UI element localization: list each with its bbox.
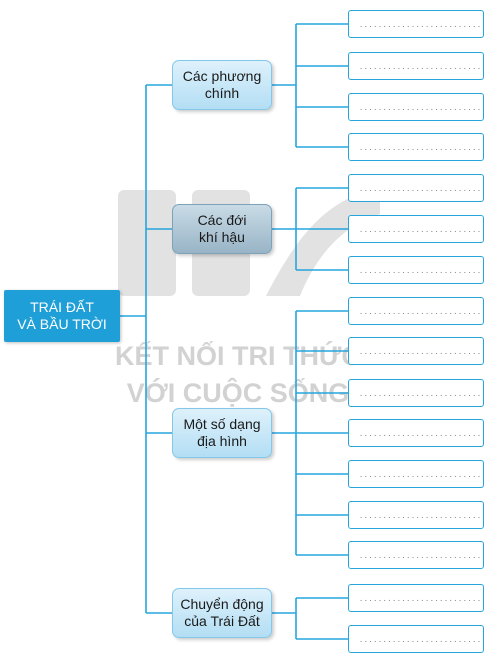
answer-box[interactable]: .............................. xyxy=(348,215,484,243)
answer-box[interactable]: .............................. xyxy=(348,501,484,529)
branch-node: Chuyển động của Trái Đất xyxy=(172,588,272,638)
watermark-line-2: VỚI CUỘC SỐNG xyxy=(127,376,350,408)
answer-box[interactable]: .............................. xyxy=(348,256,484,284)
answer-box[interactable]: .............................. xyxy=(348,419,484,447)
answer-box[interactable]: .............................. xyxy=(348,52,484,80)
branch-node-label: Chuyển động của Trái Đất xyxy=(180,596,264,629)
branch-node: Các phương chính xyxy=(172,60,272,110)
answer-box[interactable]: .............................. xyxy=(348,625,484,653)
branch-node-label: Các phương chính xyxy=(182,68,262,101)
root-node-label: TRÁI ĐẤT VÀ BẦU TRỜI xyxy=(17,299,107,332)
answer-box[interactable]: .............................. xyxy=(348,541,484,569)
answer-box[interactable]: .............................. xyxy=(348,584,484,612)
answer-box[interactable]: .............................. xyxy=(348,174,484,202)
branch-node: Một số dạng địa hình xyxy=(172,408,272,458)
answer-box[interactable]: .............................. xyxy=(348,337,484,365)
branch-node-label: Các đới khí hậu xyxy=(197,212,247,245)
answer-box[interactable]: .............................. xyxy=(348,133,484,161)
answer-box[interactable]: .............................. xyxy=(348,379,484,407)
branch-node-label: Một số dạng địa hình xyxy=(183,416,261,449)
root-node: TRÁI ĐẤT VÀ BẦU TRỜI xyxy=(4,290,120,342)
answer-box[interactable]: .............................. xyxy=(348,93,484,121)
answer-box[interactable]: .............................. xyxy=(348,460,484,488)
answer-box[interactable]: .............................. xyxy=(348,297,484,325)
answer-box[interactable]: .............................. xyxy=(348,10,484,38)
branch-node: Các đới khí hậu xyxy=(172,204,272,254)
watermark-line-1: KẾT NỐI TRI THỨC xyxy=(115,339,361,371)
